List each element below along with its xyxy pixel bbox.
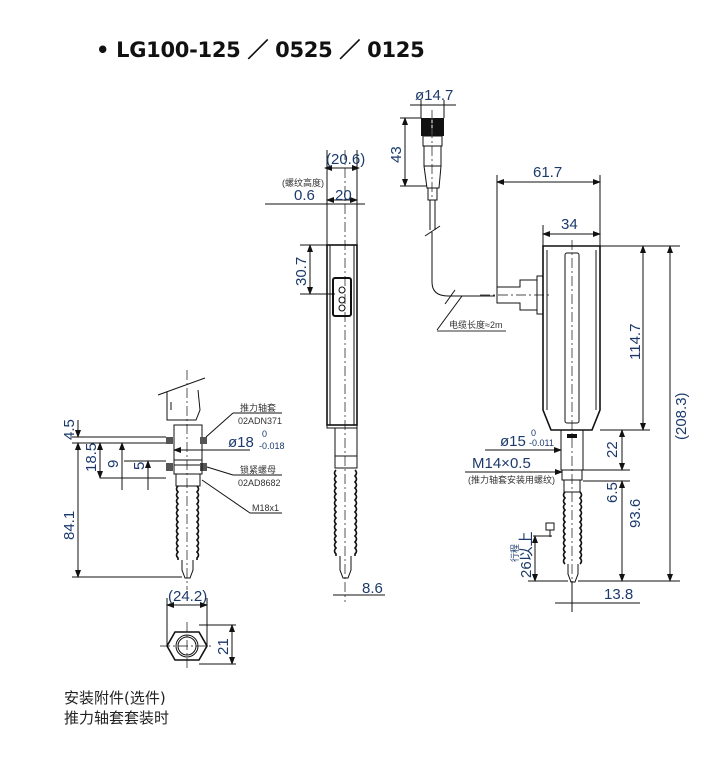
connector-view: ø14.7 43 电缆长度≈2m (388, 87, 506, 332)
bushing-name: 推力轴套 (240, 402, 276, 413)
thread-note: (推力轴套安装用螺纹) (468, 474, 555, 485)
dim-tip-offset-front: 13.8 (604, 586, 633, 603)
dim-bore: ø18 (228, 434, 254, 451)
dim-total: 84.1 (61, 511, 78, 540)
nut-name: 锁紧螺母 (240, 464, 276, 475)
dim-hex-across: (24.2) (168, 588, 207, 605)
dim-connector-length: 43 (388, 146, 405, 163)
dim-thread-length: 6.5 (604, 482, 621, 503)
caption-line-2: 推力轴套套装时 (64, 709, 170, 727)
side-view: (20.6) (螺纹高度) 0.6 20 30.7 8.6 (265, 150, 385, 602)
hex-view: (24.2) 21 (160, 588, 236, 670)
dim-width-total: (20.6) (326, 151, 365, 168)
dim-d2: 18.5 (83, 443, 100, 472)
dim-stroke: 26以上 (518, 531, 535, 578)
dim-hex-height: 21 (215, 638, 232, 655)
page-title: • LG100-125 ／ 0525 ／ 0125 (96, 38, 425, 62)
front-view: 61.7 34 114.7 (208.3) 22 6.5 93.6 ø15 0 … (465, 164, 690, 612)
stroke-label: 行程 (509, 544, 520, 562)
dim-stem-length: 22 (604, 441, 621, 458)
bore-tol-lower: -0.018 (259, 441, 285, 451)
thread-height-label: (螺纹高度) (282, 177, 324, 188)
dim-body-height: 114.7 (627, 324, 644, 360)
dim-thread-height: 0.6 (294, 187, 315, 204)
dim-body-width: 34 (561, 216, 578, 233)
stem-tol-lower: -0.011 (529, 438, 554, 448)
dim-spindle-length: 93.6 (627, 499, 644, 528)
dim-cable-offset: 61.7 (533, 164, 562, 181)
dim-connector-diameter: ø14.7 (415, 87, 453, 104)
bushing-code: 02ADN371 (238, 416, 282, 426)
dim-d1: 4.5 (61, 419, 78, 440)
dim-width: 20 (335, 187, 352, 204)
caption-line-1: 安装附件(选件) (64, 689, 166, 707)
dim-total-height: (208.3) (673, 392, 690, 440)
cable-length-label: 电缆长度≈2m (449, 319, 502, 330)
dim-tip-offset: 8.6 (362, 580, 383, 597)
thread-label: M18x1 (252, 503, 279, 513)
accessory-view: 4.5 18.5 9 5 84.1 ø18 0 -0.018 推力轴套 02AD… (61, 370, 285, 590)
nut-code: 02AD8682 (238, 478, 281, 488)
bore-tol-upper: 0 (262, 429, 267, 439)
dim-d4: 5 (131, 462, 148, 470)
dim-d3: 9 (105, 460, 122, 468)
dim-window-offset: 30.7 (293, 257, 310, 286)
dim-thread-spec: M14×0.5 (472, 455, 531, 472)
stem-tol-upper: 0 (531, 428, 536, 438)
dim-stem-diameter: ø15 (500, 433, 526, 450)
